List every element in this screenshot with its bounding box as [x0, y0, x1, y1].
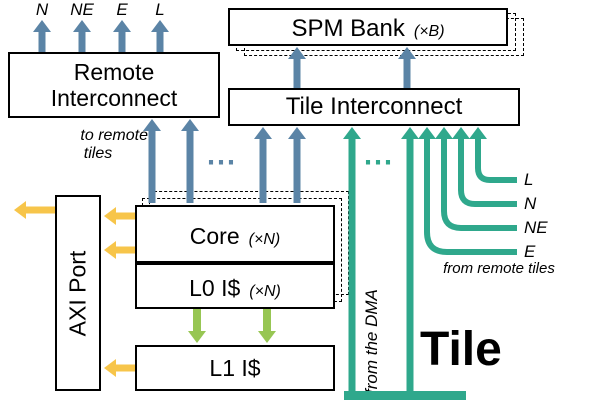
remote-in-arrow-n: [452, 127, 517, 207]
remote-in-label-ne: NE: [524, 218, 548, 237]
remote-in-label-e: E: [524, 242, 536, 261]
top-port-label-l: L: [155, 0, 165, 19]
l1-cache-title: L1 I$: [209, 354, 261, 381]
axi-out-arrow: [14, 201, 55, 219]
tile-interconnect-title: Tile Interconnect: [285, 93, 463, 120]
l0-to-l1-arrow-2: [258, 309, 276, 343]
remote-port-arrow-l: [151, 20, 169, 52]
remote-port-arrow-e: [113, 20, 131, 52]
axi-port-box: AXI Port: [55, 195, 101, 391]
core-to-axi-arrow-2: [104, 241, 135, 259]
l0-cache-multiplier: (×N): [249, 283, 281, 300]
remote-in-arrow-ne: [435, 127, 517, 231]
from-the-dma-label: from the DMA: [362, 289, 381, 394]
top-port-label-n: N: [35, 0, 49, 19]
core-array-ellipsis: ⋯: [206, 146, 238, 179]
top-port-label-ne: NE: [70, 0, 94, 19]
remote-interconnect-box: Remote Interconnect: [8, 52, 220, 118]
core-to-axi-arrow-1: [104, 207, 135, 225]
dma-array-ellipsis: ⋯: [363, 146, 395, 179]
axi-port-title: AXI Port: [64, 250, 91, 336]
l1-to-axi-arrow: [104, 359, 135, 377]
from-remote-tiles-label: from remote tiles: [443, 260, 555, 277]
remote-in-arrow-e: [418, 127, 517, 255]
core-box: Core (×N): [135, 205, 335, 263]
remote-in-label-l: L: [524, 170, 534, 189]
top-port-label-e: E: [116, 0, 128, 19]
spm-bank-title: SPM Bank: [291, 15, 405, 42]
core-title: Core: [189, 223, 240, 249]
to-remote-tiles-label: to remote tiles: [48, 127, 148, 162]
to-remote-tiles-line1: to remote: [80, 127, 148, 144]
dma-arrow-2: [401, 127, 419, 400]
to-remote-tiles-line2: tiles: [83, 144, 113, 162]
spm-bank-box: SPM Bank (×B): [228, 8, 508, 46]
l1-cache-box: L1 I$: [135, 345, 335, 391]
tile-title: Tile: [420, 323, 502, 376]
remote-interconnect-line2: Interconnect: [50, 85, 178, 111]
remote-interconnect-line1: Remote: [73, 58, 155, 85]
l0-cache-title: L0 I$: [189, 275, 241, 301]
core-multiplier: (×N): [248, 231, 281, 248]
spm-bank-multiplier: (×B): [413, 23, 445, 40]
remote-port-arrow-n: [33, 20, 51, 52]
remote-port-arrow-ne: [73, 20, 91, 52]
tile-interconnect-box: Tile Interconnect: [228, 88, 520, 126]
remote-in-arrow-l: [469, 127, 517, 183]
remote-in-label-n: N: [524, 194, 537, 213]
l0-cache-box: L0 I$ (×N): [135, 263, 335, 309]
l0-to-l1-arrow-1: [188, 309, 206, 343]
